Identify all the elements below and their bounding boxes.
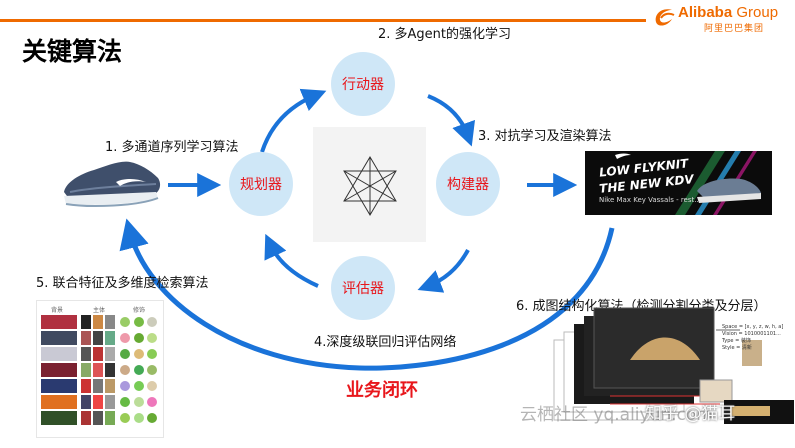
shoe-image (64, 161, 161, 207)
ad-banner: LOW FLYKNIT THE NEW KDV Nike Max Key Vas… (585, 151, 772, 215)
step-1-label: 1. 多通道序列学习算法 (105, 140, 239, 155)
watermark-zhihu: 知乎 @猫耳 (645, 404, 736, 424)
logo-wordmark: Alibaba Group (678, 4, 779, 21)
business-loop-arc (119, 218, 615, 371)
layer-attr-type: Type = 装饰 (722, 338, 751, 344)
ad-subline: Nike Max Key Vassals - rest... (599, 196, 701, 204)
node-evaluator: 评估器 (331, 256, 395, 320)
page-title: 关键算法 (22, 37, 123, 66)
step-2-label: 2. 多Agent的强化学习 (378, 27, 512, 42)
layer-attributes: Space = [x, y, z, w, h, a] Vision = 1010… (722, 324, 794, 352)
business-loop-label: 业务闭环 (346, 380, 418, 401)
layer-attr-style: Style = 清新 (722, 345, 752, 351)
layer-structure-panel: Space = [x, y, z, w, h, a] Vision = 1010… (550, 300, 795, 440)
node-actor: 行动器 (331, 52, 395, 116)
arrow-builder-to-evaluator (417, 249, 470, 293)
alibaba-logo-icon (655, 9, 675, 26)
arrow-planner-to-actor (260, 88, 327, 153)
alibaba-logo: Alibaba Group 阿里巴巴集团 (652, 2, 792, 34)
header-rule (0, 19, 646, 22)
grid-header-subject: 主体 (93, 307, 106, 314)
ad-background-stripes (615, 151, 761, 215)
watermark-yunqi: 云栖社区 yq.aliyun.com (520, 405, 713, 425)
step-4-label: 4.深度级联回归评估网络 (314, 335, 457, 350)
arrow-evaluator-to-planner (264, 233, 319, 288)
grid-header-decoration: 修饰 (133, 307, 146, 314)
star-of-david-icon (343, 156, 397, 216)
retrieval-thumbnails (41, 315, 157, 425)
layer-attr-vision: Vision = 1010001101... (722, 331, 781, 337)
layer-stack-graphic (553, 307, 794, 424)
node-builder: 构建器 (436, 152, 500, 216)
retrieval-grid-panel: 背景 主体 修饰 (36, 300, 164, 438)
step-3-label: 3. 对抗学习及渲染算法 (478, 129, 612, 144)
node-planner: 规划器 (229, 152, 293, 216)
arrow-actor-to-builder (427, 94, 475, 147)
grid-header-background: 背景 (51, 307, 64, 314)
center-panel (313, 127, 426, 242)
layer-attr-space: Space = [x, y, z, w, h, a] (722, 324, 784, 330)
logo-chinese: 阿里巴巴集团 (704, 24, 765, 34)
step-5-label: 5. 联合特征及多维度检索算法 (36, 276, 209, 291)
